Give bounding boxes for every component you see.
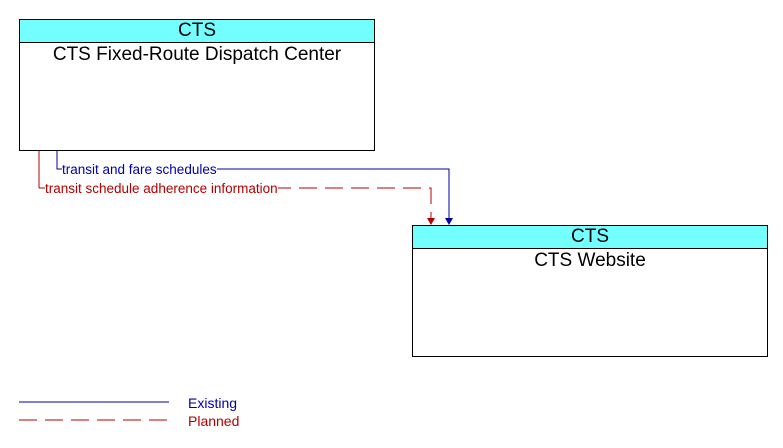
planned-flow-arrowhead xyxy=(427,218,435,225)
element-title: CTS Website xyxy=(534,250,646,271)
existing-flow-line xyxy=(56,151,450,219)
legend-planned-label: Planned xyxy=(188,413,240,429)
element-header: CTS xyxy=(413,226,767,249)
element-header: CTS xyxy=(20,20,374,43)
dispatch-center-element[interactable]: CTS CTS Fixed-Route Dispatch Center xyxy=(19,19,375,151)
website-element[interactable]: CTS CTS Website xyxy=(412,225,768,357)
existing-flow-arrowhead xyxy=(445,218,453,225)
existing-flow-label: transit and fare schedules xyxy=(62,162,217,178)
element-title: CTS Fixed-Route Dispatch Center xyxy=(52,44,342,65)
legend-existing-label: Existing xyxy=(188,395,238,411)
planned-flow-label: transit schedule adherence information xyxy=(45,181,278,197)
